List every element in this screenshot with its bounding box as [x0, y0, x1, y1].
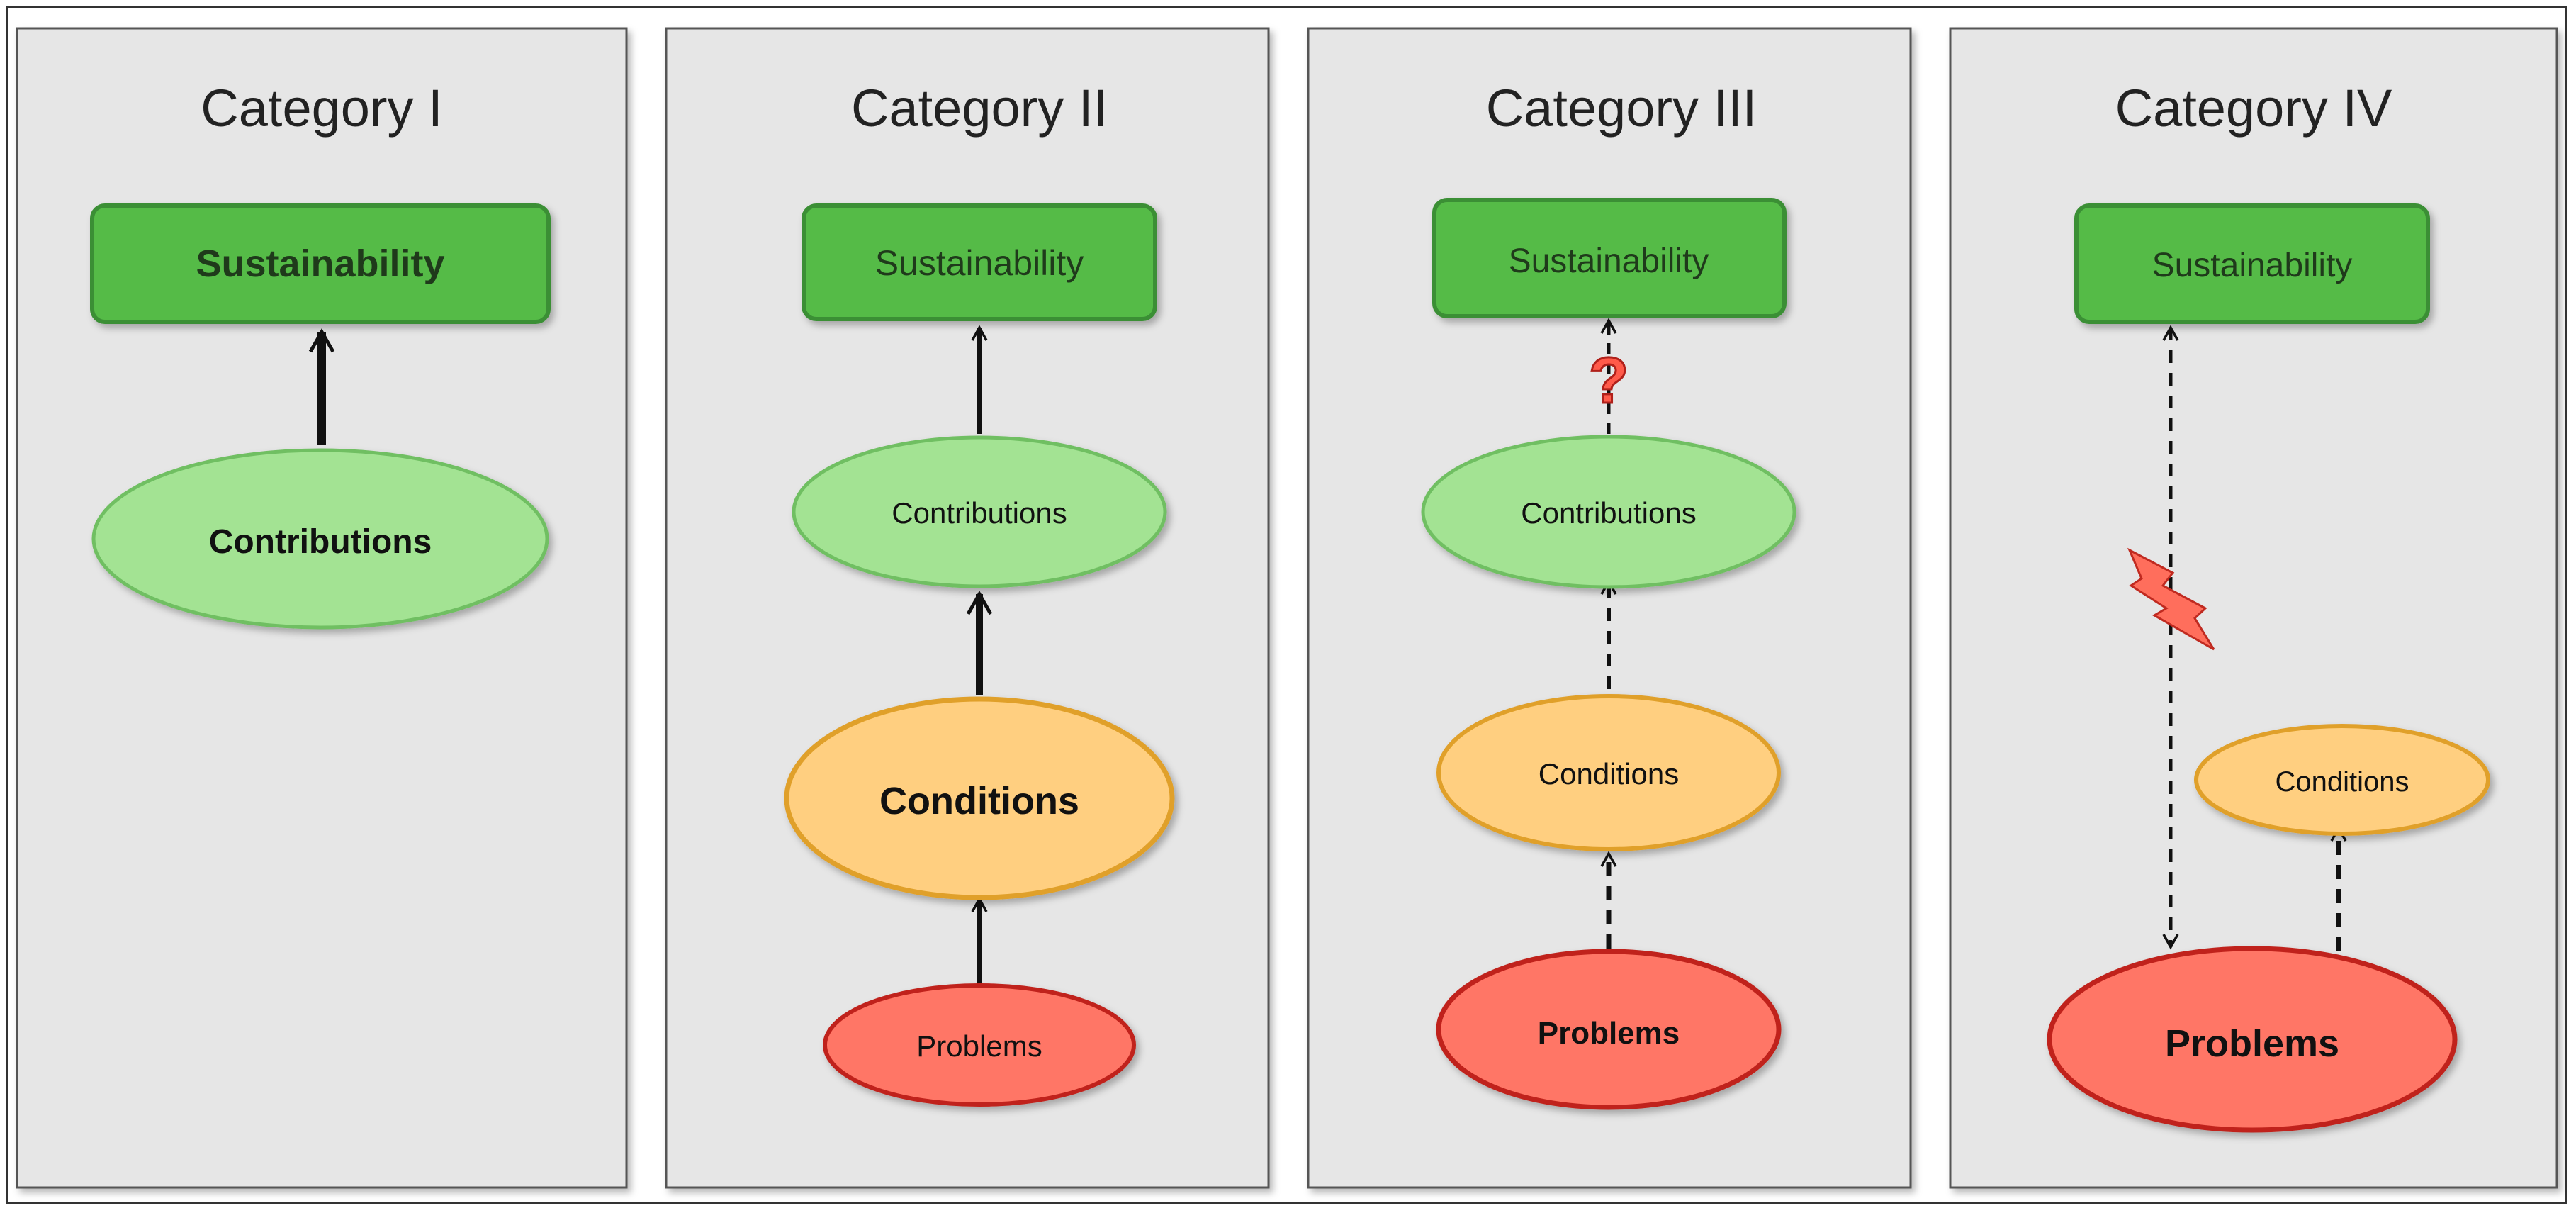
panel-title-category-3: Category III — [1486, 79, 1757, 138]
svg-text:?: ? — [1589, 345, 1629, 417]
node-sustainability-2-label: Sustainability — [875, 243, 1084, 283]
node-contributions — [91, 448, 549, 630]
node-problems-4 — [2047, 946, 2458, 1133]
panel-title-category-4: Category IV — [2115, 79, 2392, 138]
node-problems-2 — [823, 983, 1136, 1107]
node-conditions-3-label: Conditions — [1539, 757, 1679, 790]
node-sustainability-2 — [802, 203, 1157, 321]
panel-title-category-1: Category I — [201, 79, 442, 138]
node-sustainability — [90, 203, 551, 324]
node-conditions-2-label: Conditions — [879, 780, 1079, 822]
node-contributions-3 — [1421, 435, 1796, 589]
question-mark-icon: ? — [1587, 344, 1629, 418]
node-problems-4-label: Problems — [2165, 1022, 2339, 1065]
node-problems-2-label: Problems — [916, 1029, 1042, 1063]
node-contributions-3-label: Contributions — [1521, 496, 1696, 530]
node-conditions-4-label: Conditions — [2275, 766, 2409, 798]
node-problems-3 — [1436, 949, 1782, 1110]
node-contributions-label: Contributions — [209, 523, 432, 561]
node-sustainability-4 — [2074, 203, 2430, 324]
node-problems-3-label: Problems — [1538, 1016, 1680, 1051]
node-conditions-4 — [2194, 724, 2490, 836]
node-conditions-3 — [1436, 694, 1781, 851]
node-contributions-2 — [792, 435, 1167, 588]
node-sustainability-3-label: Sustainability — [1509, 242, 1709, 280]
node-sustainability-4-label: Sustainability — [2152, 247, 2353, 284]
panel-title-category-2: Category II — [851, 79, 1108, 138]
lightning-bolt-icon — [2127, 547, 2215, 651]
node-sustainability-label: Sustainability — [196, 242, 444, 285]
node-contributions-2-label: Contributions — [892, 496, 1067, 530]
node-sustainability-3 — [1432, 198, 1787, 318]
node-conditions-2 — [784, 696, 1175, 900]
